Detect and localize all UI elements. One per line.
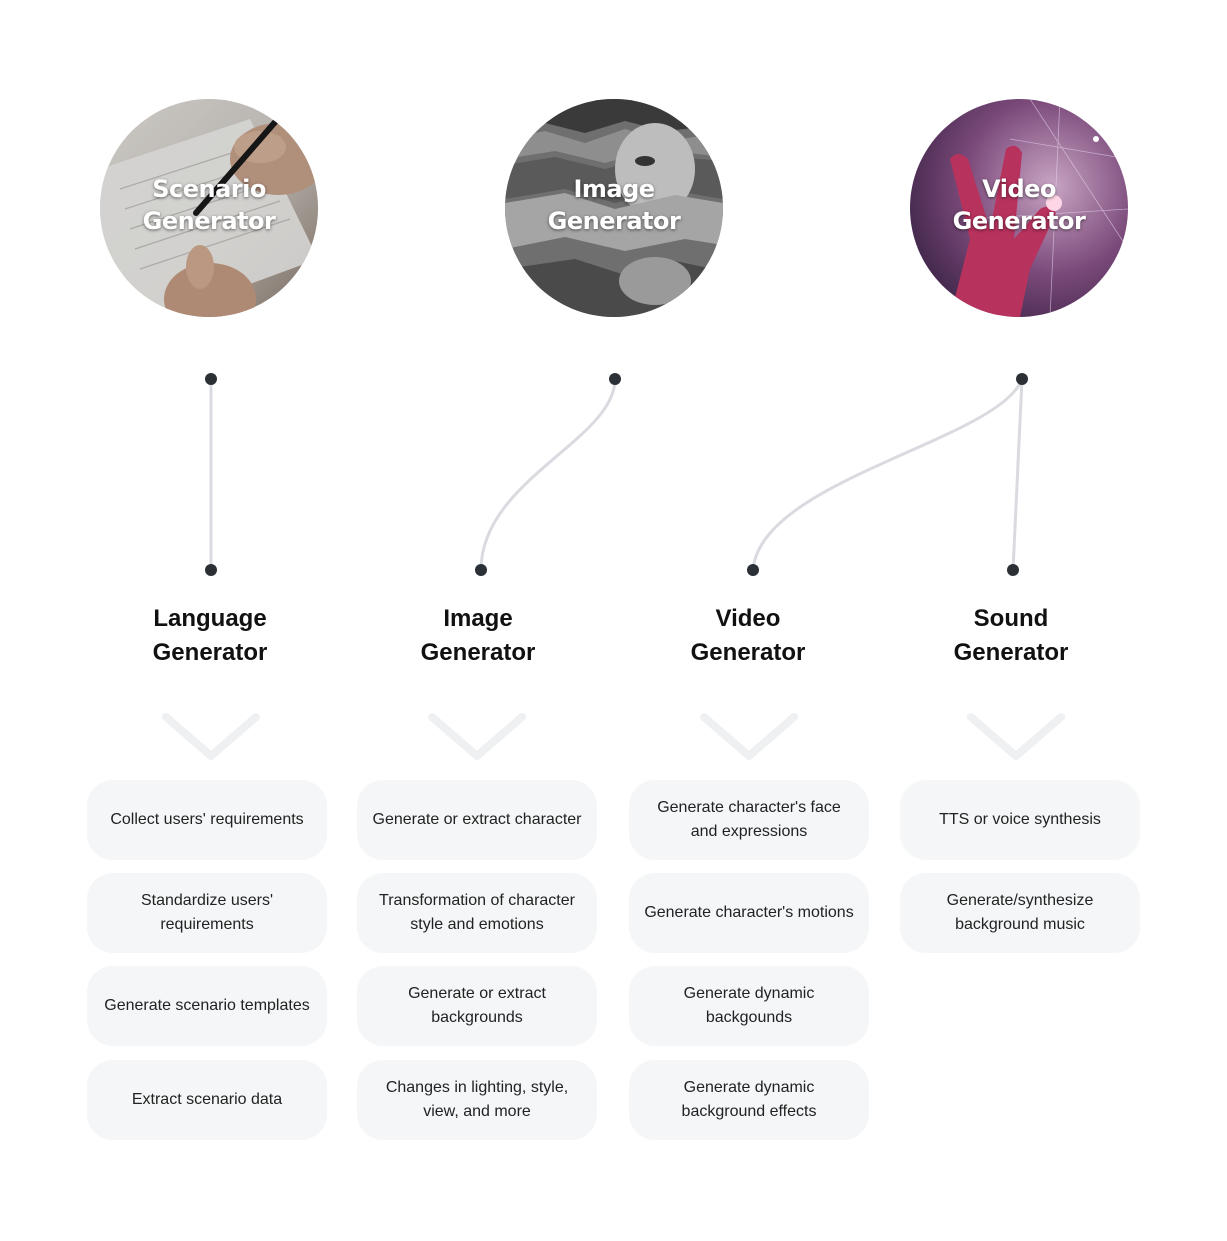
video-task-card: Generate dynamic background effects: [629, 1060, 869, 1140]
card-text: Generate character's face and expression…: [657, 799, 841, 840]
card-text: Generate/synthesize background music: [946, 892, 1094, 933]
chevron-down-icon: [428, 713, 526, 760]
digital-touch-photo: [910, 99, 1128, 317]
card-text: Generate or extract backgrounds: [408, 985, 546, 1026]
card-text: Generate character's motions: [644, 904, 854, 921]
image-task-card: Generate or extract backgrounds: [357, 966, 597, 1046]
card-text: Standardize users' requirements: [140, 892, 273, 933]
torn-paper-photo: [505, 99, 723, 317]
video-task-card: Generate character's face and expression…: [629, 780, 869, 860]
card-text: Collect users' requirements: [110, 811, 304, 828]
card-text: Changes in lighting, style, view, and mo…: [385, 1079, 569, 1120]
connector-image-image: [479, 378, 617, 571]
language-task-card: Collect users' requirements: [87, 780, 327, 860]
dot-video-bottom: [747, 564, 759, 576]
hands-writing-photo: [100, 99, 318, 317]
video-task-card: Generate dynamic backgounds: [629, 966, 869, 1046]
language-task-card: Extract scenario data: [87, 1060, 327, 1140]
language-task-card: Generate scenario templates: [87, 966, 327, 1046]
image-task-card: Generate or extract character: [357, 780, 597, 860]
chevron-down-icon: [967, 713, 1065, 760]
card-text: Generate dynamic backgounds: [683, 985, 815, 1026]
connector-video-video: [751, 378, 1024, 571]
dot-video-top: [1016, 373, 1028, 385]
dot-image-bottom: [475, 564, 487, 576]
card-text: Extract scenario data: [131, 1091, 283, 1108]
dot-scenario-top: [205, 373, 217, 385]
image-task-card: Transformation of character style and em…: [357, 873, 597, 953]
chevron-down-icon: [162, 713, 260, 760]
card-text: Generate or extract character: [372, 811, 582, 828]
connector-video-sound: [1011, 378, 1024, 571]
video-task-card: Generate character's motions: [629, 873, 869, 953]
image-task-card: Changes in lighting, style, view, and mo…: [357, 1060, 597, 1140]
sound-task-card: TTS or voice synthesis: [900, 780, 1140, 860]
card-text: Generate dynamic background effects: [681, 1079, 817, 1120]
card-text: Transformation of character style and em…: [379, 892, 575, 933]
language-task-card: Standardize users' requirements: [87, 873, 327, 953]
card-text: Generate scenario templates: [104, 997, 310, 1014]
dot-language-bottom: [205, 564, 217, 576]
dot-image-top: [609, 373, 621, 385]
sound-task-card: Generate/synthesize background music: [900, 873, 1140, 953]
dot-sound-bottom: [1007, 564, 1019, 576]
card-text: TTS or voice synthesis: [939, 811, 1101, 828]
chevron-down-icon: [700, 713, 798, 760]
